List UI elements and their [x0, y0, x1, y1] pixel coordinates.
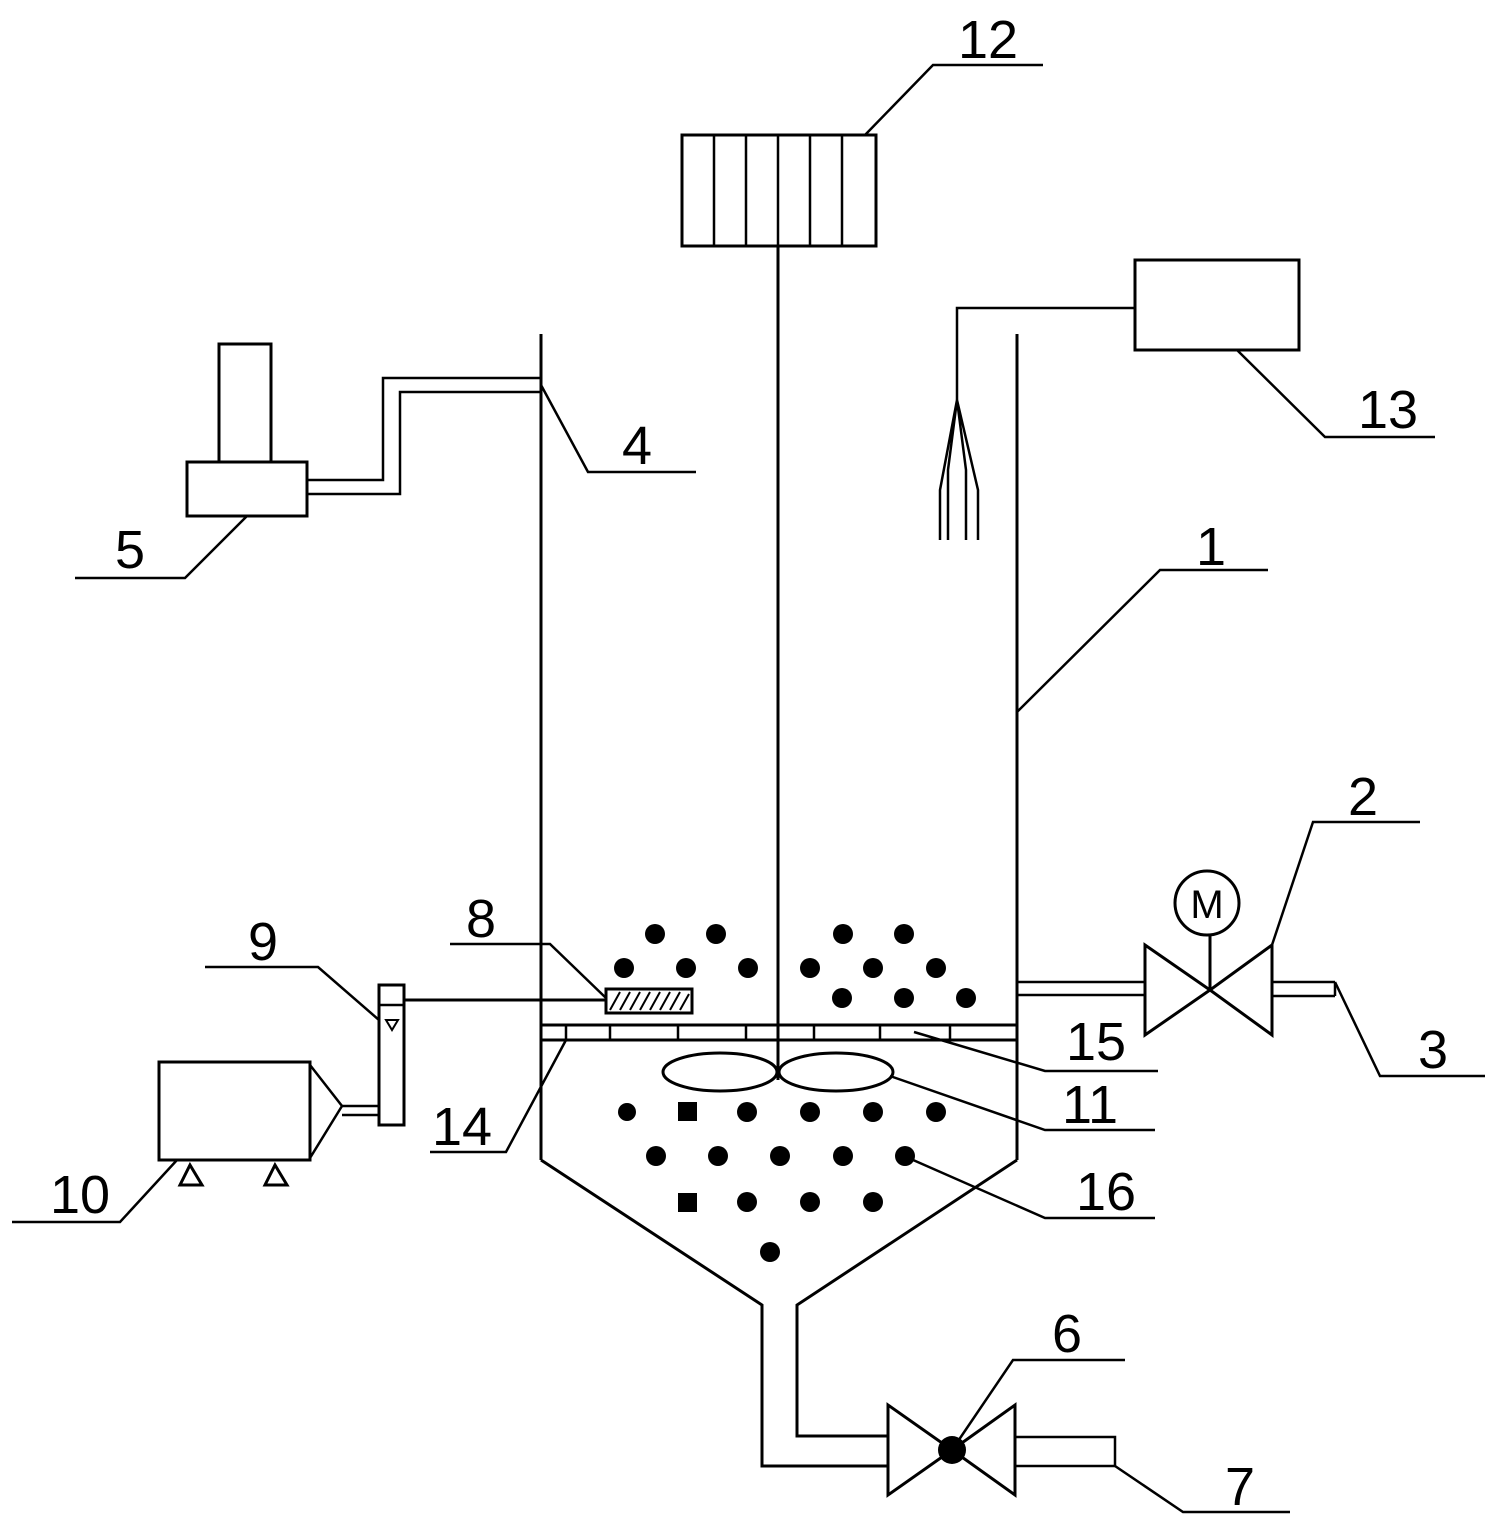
label-2: 2: [1348, 767, 1378, 827]
label-6: 6: [1052, 1304, 1082, 1364]
label-5: 5: [115, 520, 145, 580]
label-10: 10: [50, 1165, 110, 1225]
label-16: 16: [1076, 1162, 1136, 1222]
label-7: 7: [1225, 1457, 1255, 1517]
outlet-motor-valve: M: [1017, 869, 1337, 1038]
label-13: 13: [1358, 380, 1418, 440]
label-3: 3: [1418, 1020, 1448, 1080]
label-1: 1: [1196, 517, 1226, 577]
motor-symbol: M: [1190, 883, 1223, 927]
label-8: 8: [466, 889, 496, 949]
discharge-valve: [886, 1402, 1117, 1498]
label-14: 14: [432, 1097, 492, 1157]
label-15: 15: [1066, 1012, 1126, 1072]
label-12: 12: [958, 10, 1018, 70]
aeration-system: [157, 983, 694, 1187]
leader-lines: [12, 63, 1485, 1514]
particles-upper: [614, 924, 976, 1008]
callout-labels: 1 2 3 4 5 6 7 8 9 10 11 12 13 14 15 16: [50, 10, 1448, 1517]
spray-device: [938, 258, 1301, 540]
dosing-device: [185, 342, 541, 518]
particles-lower: [618, 1102, 946, 1262]
stirrer: [661, 133, 895, 1093]
reactor-vessel: [539, 334, 1019, 1468]
label-11: 11: [1062, 1075, 1118, 1135]
label-9: 9: [248, 912, 278, 972]
label-4: 4: [622, 416, 652, 476]
